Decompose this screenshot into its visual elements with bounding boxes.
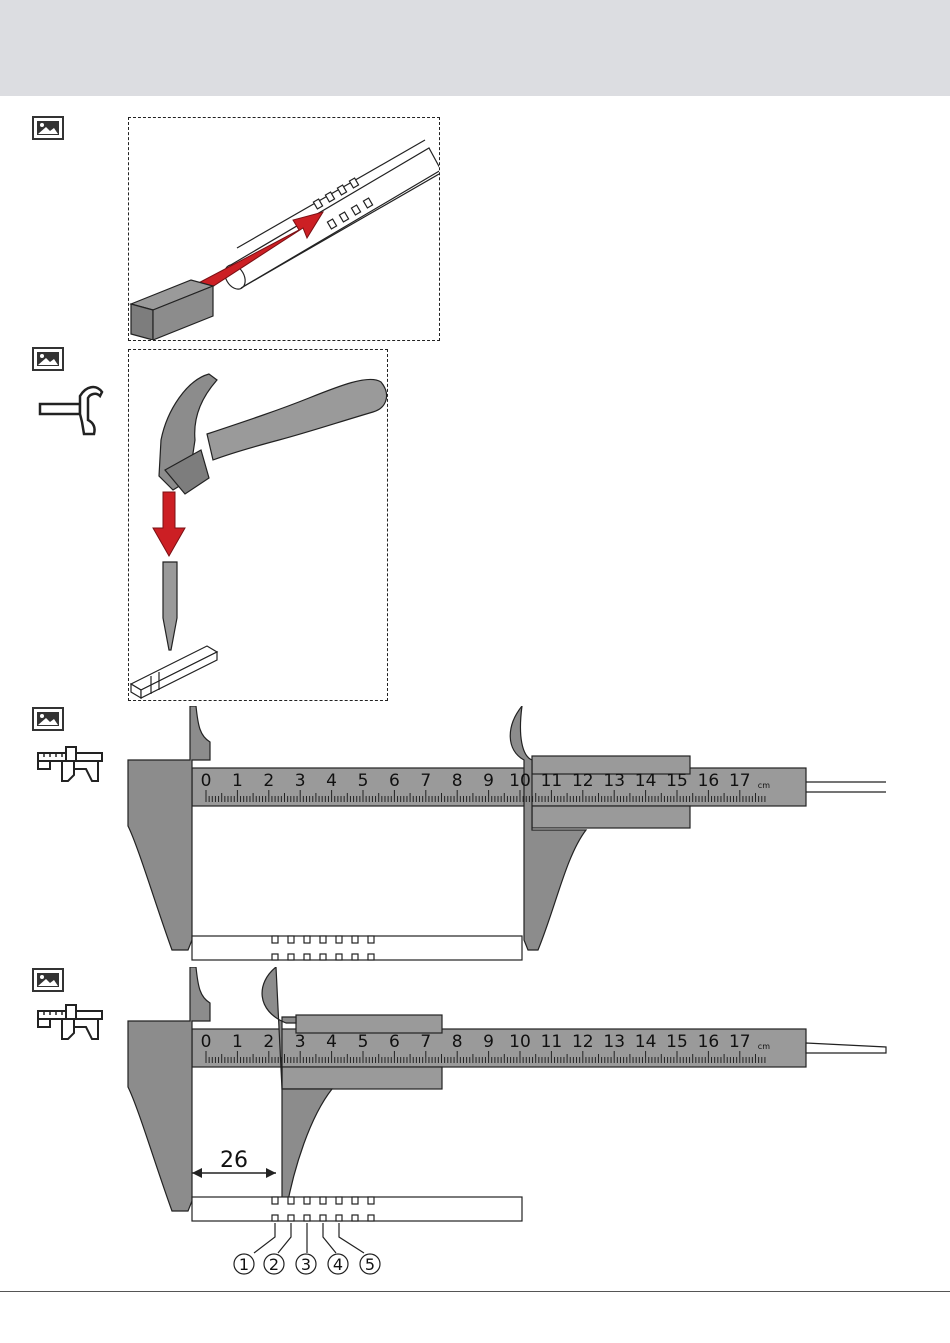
scale-label: 17: [729, 1032, 751, 1052]
scale-label: 8: [452, 1032, 463, 1052]
callout-label: 3: [301, 1255, 311, 1274]
scale-label: 14: [635, 771, 657, 791]
scale-label: 15: [666, 1032, 688, 1052]
scale-label: 14: [635, 1032, 657, 1052]
callout-label: 5: [365, 1255, 375, 1274]
scale-label: 17: [729, 771, 751, 791]
scale-label: 11: [541, 1032, 563, 1052]
image-icon: [32, 347, 64, 371]
scale-label: 2: [263, 771, 274, 791]
scale-label: 8: [452, 771, 463, 791]
measurement-label: 26: [220, 1148, 248, 1173]
scale-label: 13: [603, 771, 625, 791]
scale-label: 9: [483, 771, 494, 791]
scale-label: 10: [509, 1032, 531, 1052]
scale-label: 7: [420, 771, 431, 791]
header-band: [0, 0, 950, 96]
caliper-icon: [36, 1003, 106, 1043]
callout-label: 1: [239, 1255, 249, 1274]
scale-label: 11: [541, 771, 563, 791]
scale-label: 3: [295, 1032, 306, 1052]
callout-label: 4: [333, 1255, 343, 1274]
caliper-icon: [36, 745, 106, 785]
scale-label: 12: [572, 1032, 594, 1052]
hammer-icon: [36, 382, 106, 436]
step2-illustration: [128, 349, 388, 701]
scale-label: 9: [483, 1032, 494, 1052]
scale-unit: cm: [758, 781, 770, 790]
scale-label: 5: [358, 1032, 369, 1052]
scale-unit: cm: [758, 1042, 770, 1051]
scale-label: 15: [666, 771, 688, 791]
scale-label: 12: [572, 771, 594, 791]
callout-label: 2: [269, 1255, 279, 1274]
scale-label: 2: [263, 1032, 274, 1052]
scale-label: 6: [389, 1032, 400, 1052]
image-icon: [32, 116, 64, 140]
footer-rule: [0, 1291, 950, 1292]
scale-label: 16: [698, 771, 720, 791]
scale-label: 1: [232, 771, 243, 791]
scale-label: 1: [232, 1032, 243, 1052]
scale-label: 5: [358, 771, 369, 791]
image-icon: [32, 707, 64, 731]
scale-label: 16: [698, 1032, 720, 1052]
step1-illustration: [128, 117, 440, 341]
scale-label: 7: [420, 1032, 431, 1052]
image-icon: [32, 968, 64, 992]
scale-label: 13: [603, 1032, 625, 1052]
scale-label: 4: [326, 771, 337, 791]
scale-label: 6: [389, 771, 400, 791]
scale-label: 3: [295, 771, 306, 791]
scale-label: 0: [201, 1032, 212, 1052]
scale-label: 10: [509, 771, 531, 791]
scale-label: 0: [201, 771, 212, 791]
scale-label: 4: [326, 1032, 337, 1052]
